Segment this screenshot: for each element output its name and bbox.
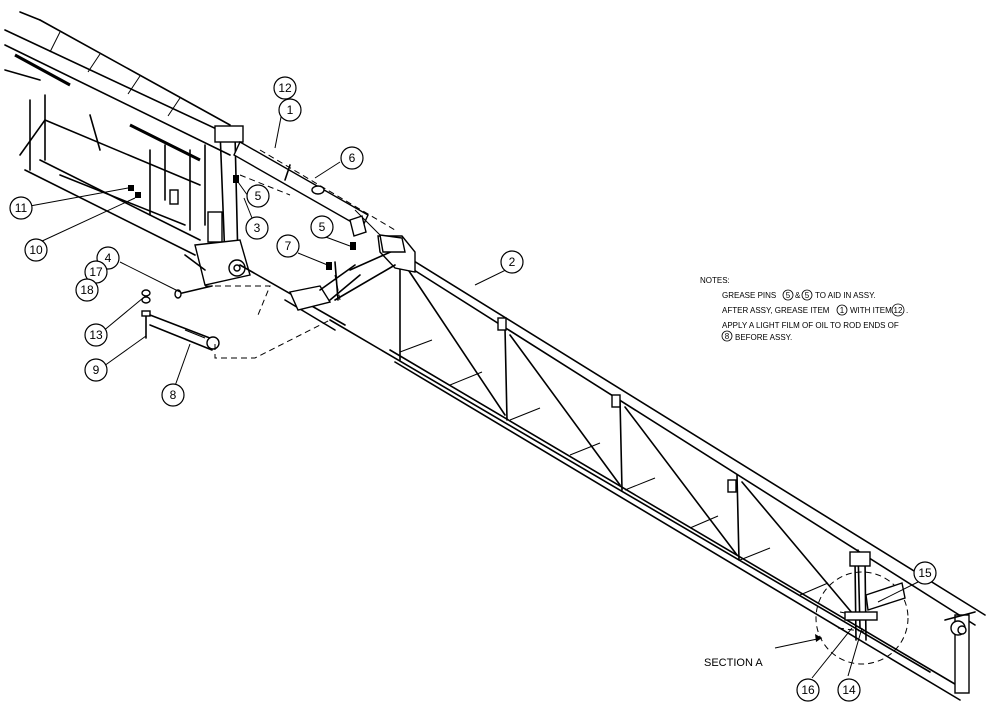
notes-ref-item-8: 8 [725, 332, 730, 341]
callout-2: 2 [500, 250, 524, 274]
svg-text:12: 12 [278, 81, 292, 95]
callout-7: 7 [276, 234, 300, 258]
callout-8: 8 [161, 383, 185, 407]
svg-text:13: 13 [89, 328, 103, 342]
svg-text:5: 5 [319, 220, 326, 234]
callout-15: 15 [913, 561, 937, 585]
callout-18: 18 [75, 278, 99, 302]
notes-line2c: . [906, 306, 908, 315]
svg-text:16: 16 [801, 683, 815, 697]
hardware [128, 175, 356, 351]
callout-9: 9 [84, 358, 108, 382]
svg-text:5: 5 [255, 189, 262, 203]
notes-line4: BEFORE ASSY. [735, 333, 792, 342]
callouts: 12 1 6 5 3 5 7 2 11 10 4 17 18 13 9 8 15… [9, 76, 937, 702]
callout-6: 6 [340, 146, 364, 170]
svg-text:7: 7 [285, 239, 292, 253]
center-frame [4, 11, 361, 331]
hydraulic-cylinder [233, 141, 406, 253]
section-a-detail [774, 551, 909, 665]
assembly-lines [205, 149, 871, 633]
svg-text:8: 8 [170, 388, 177, 402]
svg-text:15: 15 [918, 566, 932, 580]
svg-text:11: 11 [15, 201, 28, 215]
notes-block: NOTES: GREASE PINS 5 & 5 TO AID IN ASSY.… [700, 276, 908, 342]
boom-truss [329, 235, 986, 701]
callout-1: 1 [278, 98, 302, 122]
leader-lines [29, 97, 919, 679]
svg-text:17: 17 [89, 265, 103, 279]
callout-14: 14 [837, 678, 861, 702]
notes-heading: NOTES: [700, 276, 730, 285]
notes-line3: APPLY A LIGHT FILM OF OIL TO ROD ENDS OF [722, 321, 899, 330]
callout-11: 11 [9, 196, 33, 220]
callout-17: 17 [84, 260, 108, 284]
notes-line1c: TO AID IN ASSY. [815, 291, 876, 300]
callout-3: 3 [245, 216, 269, 240]
notes-line2b: WITH ITEM [850, 306, 892, 315]
svg-text:10: 10 [29, 243, 43, 257]
svg-text:14: 14 [842, 683, 856, 697]
svg-text:9: 9 [93, 363, 100, 377]
notes-ref-pin-a: 5 [786, 291, 791, 300]
callout-5: 5 [246, 184, 270, 208]
callout-13: 13 [84, 323, 108, 347]
notes-ref-item-1: 1 [840, 306, 845, 315]
notes-amp: & [795, 291, 801, 300]
svg-text:1: 1 [287, 103, 294, 117]
callout-5-second: 5 [310, 215, 334, 239]
callout-12: 12 [273, 76, 297, 100]
svg-text:18: 18 [80, 283, 94, 297]
notes-line2a: AFTER ASSY, GREASE ITEM [722, 306, 830, 315]
callout-16: 16 [796, 678, 820, 702]
section-a-label: SECTION A [704, 657, 763, 669]
svg-text:6: 6 [349, 151, 356, 165]
notes-line1a: GREASE PINS [722, 291, 776, 300]
notes-ref-item-12: 12 [894, 306, 903, 315]
svg-text:4: 4 [105, 251, 112, 265]
callout-10: 10 [24, 238, 48, 262]
svg-text:3: 3 [254, 221, 261, 235]
notes-ref-pin-b: 5 [805, 291, 810, 300]
svg-text:2: 2 [509, 255, 516, 269]
